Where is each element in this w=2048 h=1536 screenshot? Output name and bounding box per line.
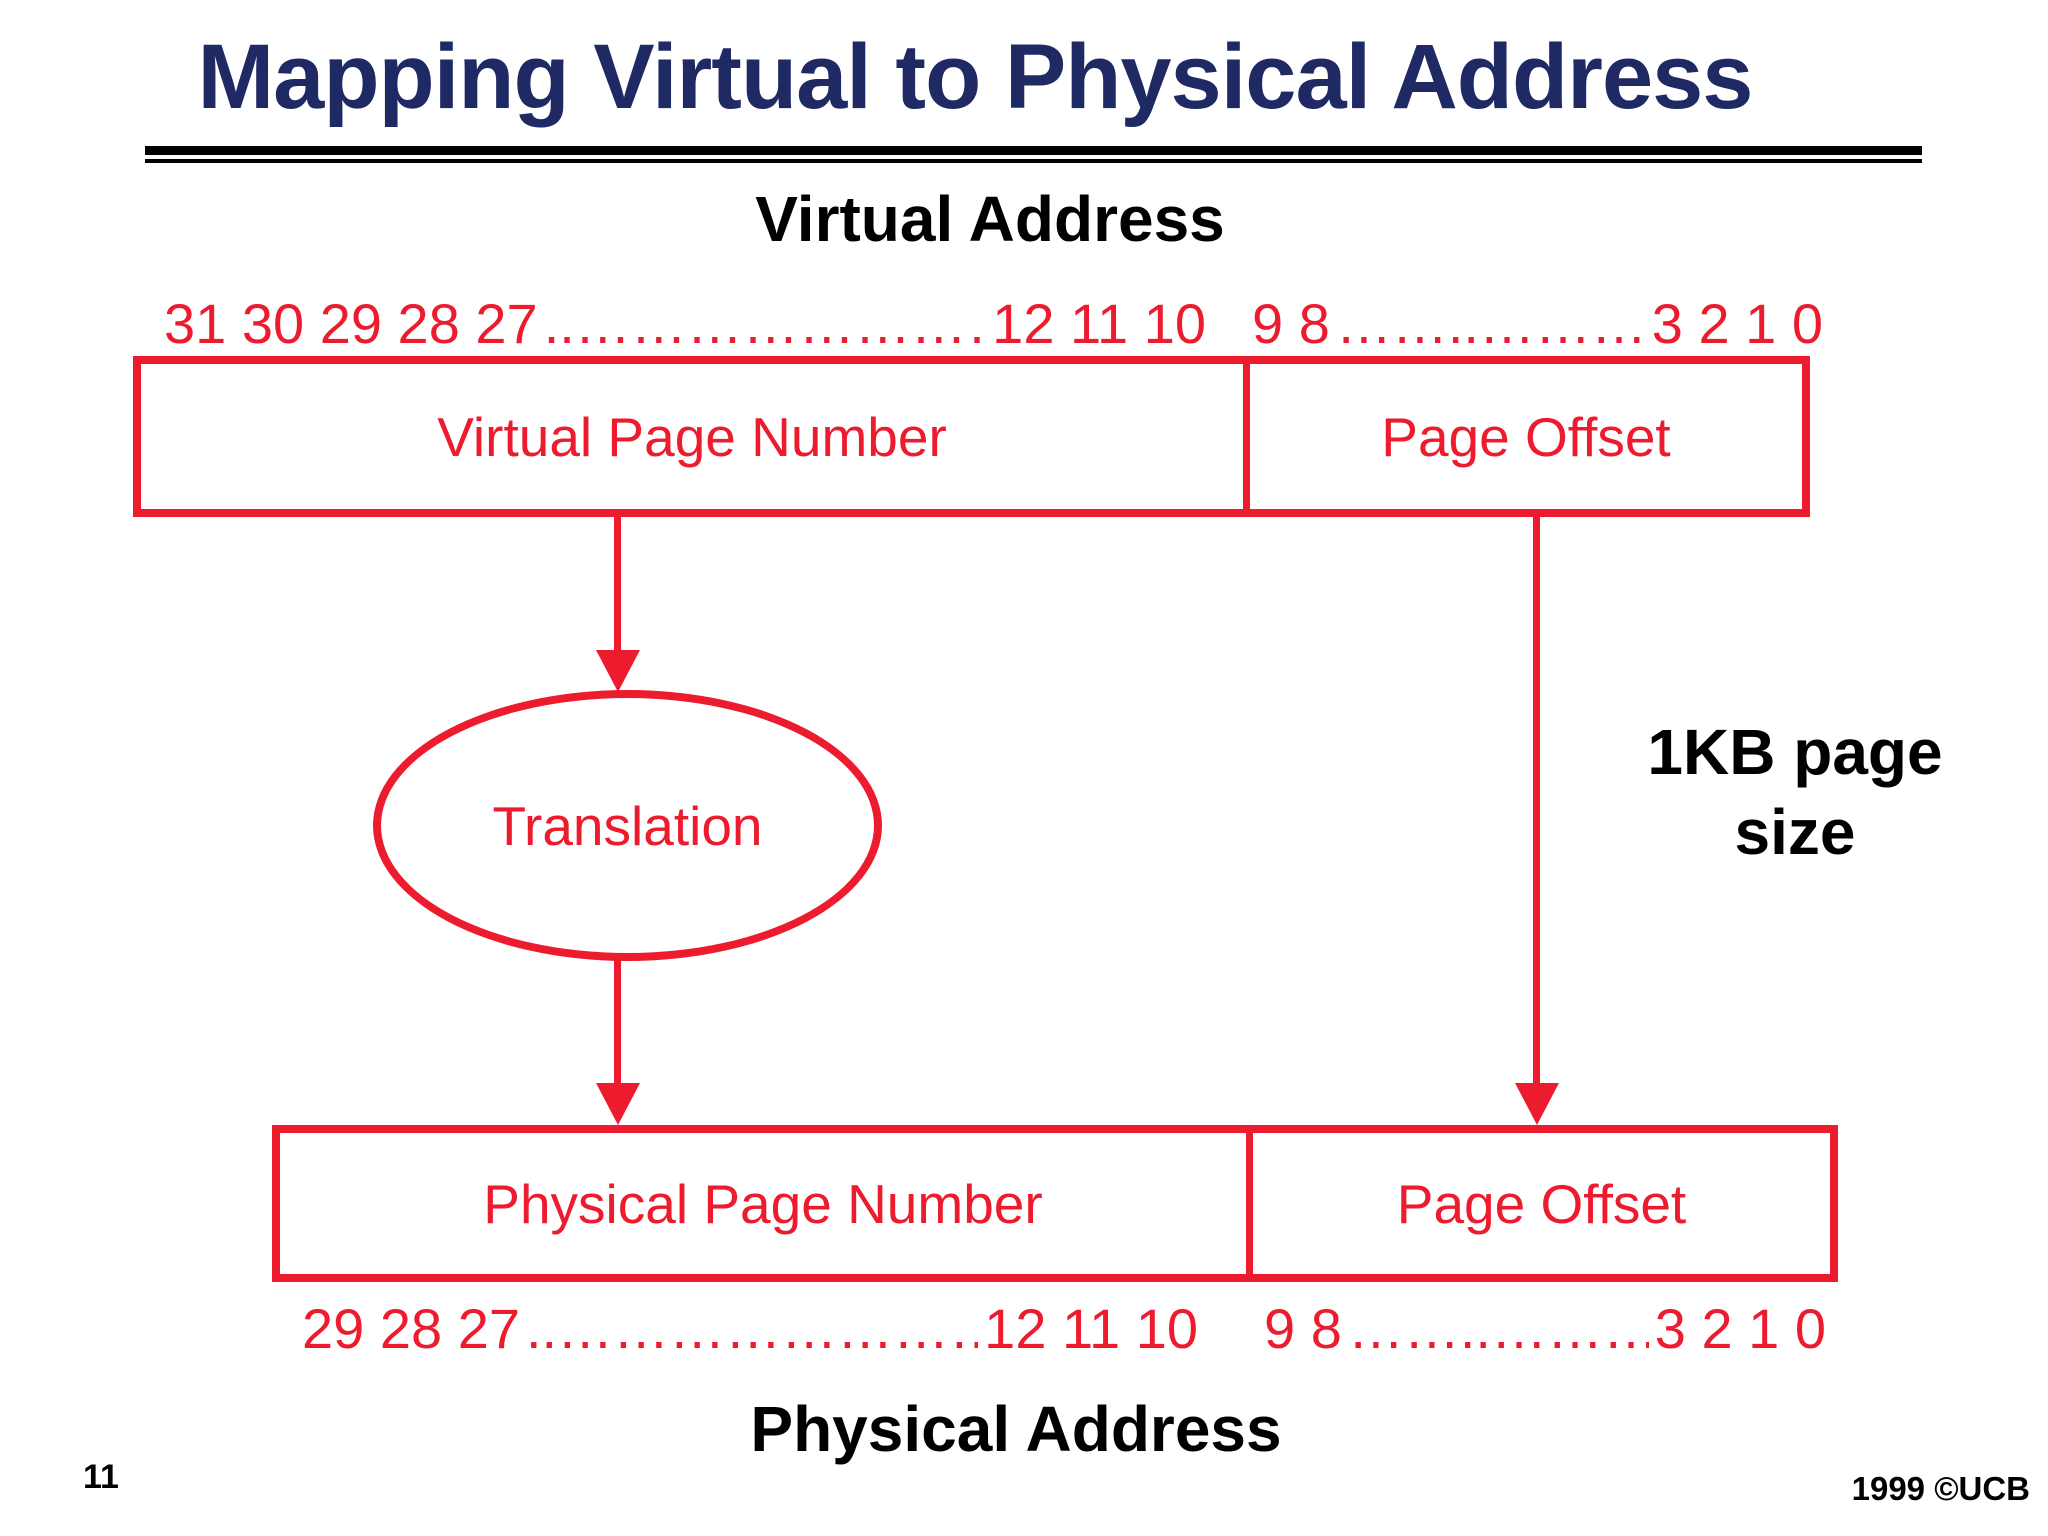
virtual-address-heading: Virtual Address (755, 183, 1225, 255)
slide-title: Mapping Virtual to Physical Address (197, 26, 1754, 128)
arrow-vpn-to-translation-head (596, 650, 640, 692)
title-rule-thick (145, 146, 1922, 155)
virtual-bits-high-start: 31 30 29 28 27 (164, 292, 538, 355)
page-size-annotation-line1: 1KB page (1647, 716, 1943, 788)
translation-label: Translation (492, 794, 763, 857)
physical-address-box: Physical Page Number Page Offset (272, 1125, 1838, 1282)
virtual-bits-high: 31 30 29 28 27 ..……………………………………………………… 1… (164, 291, 1206, 356)
title-rule-thin (145, 159, 1922, 163)
page-size-annotation-line2: size (1734, 796, 1856, 868)
page-size-annotation: 1KB page size (1610, 712, 1980, 872)
copyright-footer: 1999 ©UCB (1851, 1470, 2030, 1507)
virtual-address-box: Virtual Page Number Page Offset (133, 356, 1810, 517)
physical-bits-high-end: 12 11 10 (984, 1297, 1198, 1360)
physical-address-heading: Physical Address (750, 1393, 1282, 1465)
physical-bits-low-dots: ……..……………………… (1347, 1297, 1649, 1360)
arrow-vpn-to-translation-line (614, 516, 621, 652)
physical-page-number-field: Physical Page Number (280, 1133, 1253, 1274)
virtual-bits-low-end: 3 2 1 0 (1651, 292, 1823, 355)
virtual-page-number-field: Virtual Page Number (141, 364, 1250, 509)
virtual-bits-low: 9 8 ……..……………………… 3 2 1 0 (1252, 291, 1823, 356)
physical-bits-high: 29 28 27 ..……………………………………………………… 12 11 1… (302, 1296, 1198, 1361)
translation-ellipse: Translation (373, 690, 882, 961)
slide-page-number: 11 (83, 1458, 119, 1496)
arrow-offset-passthrough-line (1533, 516, 1540, 1085)
arrow-translation-to-ppn-head (596, 1083, 640, 1125)
virtual-bits-low-dots: ……..……………………… (1335, 292, 1646, 355)
virtual-bits-high-end: 12 11 10 (992, 292, 1206, 355)
virtual-bits-high-dots: ..……………………………………………………… (543, 292, 986, 355)
physical-bits-high-start: 29 28 27 (302, 1297, 520, 1360)
physical-bits-high-dots: ..……………………………………………………… (525, 1297, 978, 1360)
physical-page-offset-field: Page Offset (1396, 1172, 1687, 1235)
physical-bits-low-start: 9 8 (1264, 1297, 1342, 1360)
physical-bits-low-end: 3 2 1 0 (1654, 1297, 1826, 1360)
virtual-page-offset-field: Page Offset (1381, 405, 1671, 468)
arrow-offset-passthrough-head (1515, 1083, 1559, 1125)
virtual-bits-low-start: 9 8 (1252, 292, 1330, 355)
physical-bits-low: 9 8 ……..……………………… 3 2 1 0 (1264, 1296, 1826, 1361)
arrow-translation-to-ppn-line (614, 958, 621, 1085)
